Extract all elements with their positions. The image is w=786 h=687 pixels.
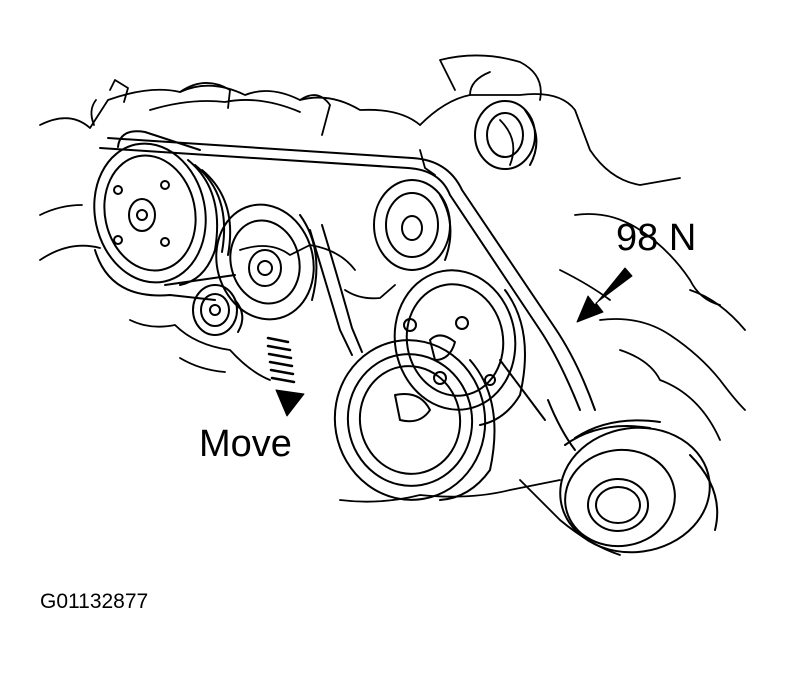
force-label: 98 N bbox=[616, 217, 697, 259]
move-label: Move bbox=[199, 423, 292, 465]
move-arrow bbox=[266, 336, 305, 417]
crankshaft-pulley bbox=[333, 339, 496, 501]
engine-housing-outline bbox=[39, 54, 746, 556]
tensioner-pulley bbox=[215, 203, 318, 321]
figure-id: G01132877 bbox=[40, 590, 149, 613]
small-idler-pulley bbox=[192, 284, 244, 336]
upper-right-pulley bbox=[474, 100, 538, 170]
upper-idler-pulley bbox=[373, 179, 452, 271]
large-pulley-left bbox=[93, 142, 232, 286]
alternator-pulley bbox=[559, 419, 719, 554]
force-arrow bbox=[576, 267, 633, 323]
power-steering-pulley bbox=[393, 269, 526, 426]
